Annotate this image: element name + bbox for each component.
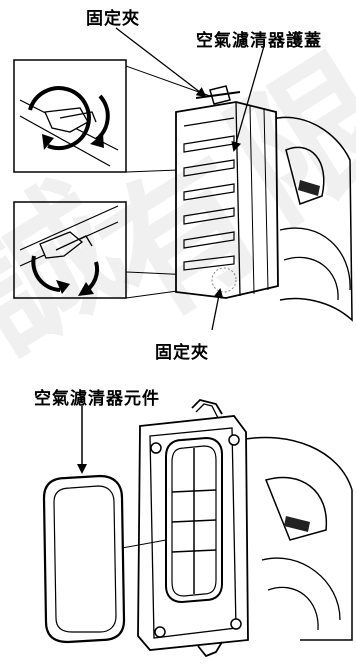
clip-detail-bottom bbox=[13, 201, 127, 299]
clip-detail-top bbox=[13, 59, 127, 173]
air-cleaner-case bbox=[137, 399, 249, 658]
engine-background-upper bbox=[269, 116, 353, 322]
label-clip-bottom: 固定夾 bbox=[155, 343, 209, 363]
filter-element bbox=[42, 474, 126, 644]
label-clip-top: 固定夾 bbox=[86, 9, 140, 29]
label-air-cleaner-element: 空氣濾清器元件 bbox=[34, 389, 160, 409]
label-air-cleaner-cover: 空氣濾清器護蓋 bbox=[196, 31, 322, 51]
engine-background-lower bbox=[239, 436, 353, 641]
air-cleaner-cover bbox=[175, 85, 279, 299]
